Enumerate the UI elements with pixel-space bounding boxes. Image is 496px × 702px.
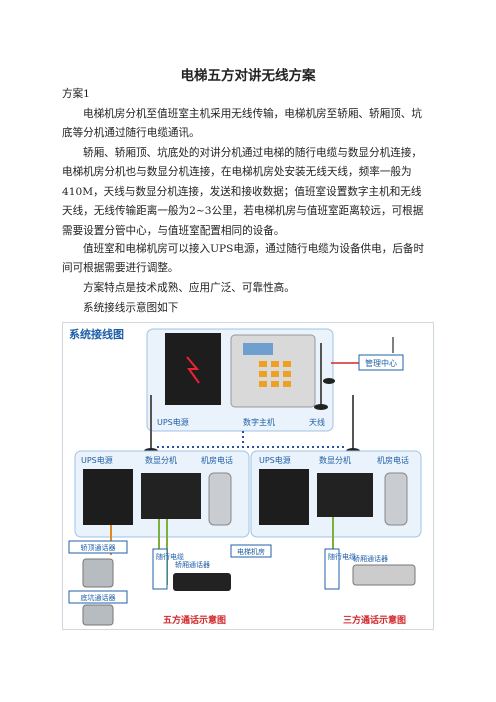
travel-cable-label-box-right [324,548,340,590]
label-ups-left: UPS电源 [81,455,113,465]
label-five-way: 五方通话示意图 [163,614,226,626]
travel-cable-label-box-left [152,548,168,590]
label-travel-cable-right: 随行电缆 [328,552,356,561]
antenna-base-top [314,404,328,410]
label-three-way: 三方通话示意图 [343,614,406,626]
host-screen [243,343,273,355]
display-unit-right [317,473,373,517]
bolt-icon [186,356,200,384]
label-digital-host: 数字主机 [243,417,275,427]
label-pit-intercom: 底坑通话器 [81,593,116,602]
paragraph-5: 系统接线示意图如下 [83,302,179,314]
system-wiring-diagram: 系统接线图 UPS电源 数字主机 天线 管理中心 UPS电源 数显分机 机房电话… [62,322,434,630]
ups-device-right [259,469,309,525]
label-car-intercom-left: 轿厢通话器 [175,560,210,569]
label-phone-right: 机房电话 [377,455,409,465]
label-machine-room: 电梯机房 [237,547,265,556]
display-unit-left [141,473,201,519]
pit-intercom-label-box [68,590,128,604]
paragraph-1: 电梯机房分机至值班室主机采用无线传输，电梯机房至轿厢、轿厢顶、坑底等分机通过随行… [62,108,422,140]
scheme-label: 方案1 [62,88,90,100]
machine-room-phone-left [208,472,232,526]
label-phone-left: 机房电话 [201,455,233,465]
document-title: 电梯五方对讲无线方案 [180,68,316,84]
diagram-header: 系统接线图 [69,327,124,341]
label-ups-right: UPS电源 [259,455,291,465]
car-intercom-device-right [352,564,416,586]
paragraph-4: 方案特点是技术成熟、应用广泛、可靠性高。 [83,282,295,294]
machine-room-box [230,544,272,558]
label-ups-top: UPS电源 [157,417,189,427]
pit-intercom-device [82,604,114,626]
car-intercom-device-left [173,573,231,591]
label-display-left: 数显分机 [145,455,177,465]
paragraph-3: 值班室和电梯机房可以接入UPS电源，通过随行电缆为设备供电，后备时间可根据需要进… [62,243,425,275]
label-mgmt-center: 管理中心 [365,358,397,368]
label-travel-cable-left: 随行电缆 [156,552,184,561]
machine-room-phone-right [384,472,408,526]
mgmt-antenna-base [323,378,335,384]
ups-device-left [83,469,133,525]
label-antenna: 天线 [309,417,325,427]
label-car-top-intercom: 轿顶通话器 [81,543,116,552]
label-car-intercom-right: 轿厢通话器 [353,554,388,563]
car-top-intercom-label-box [68,540,128,554]
host-keypad [259,361,291,387]
paragraph-2: 轿厢、轿厢顶、坑底处的对讲分机通过电梯的随行电缆与数显分机连接，电梯机房分机也与… [62,147,424,237]
car-top-intercom-device [82,558,114,588]
label-display-right: 数显分机 [319,455,351,465]
mgmt-center-box [358,354,404,371]
